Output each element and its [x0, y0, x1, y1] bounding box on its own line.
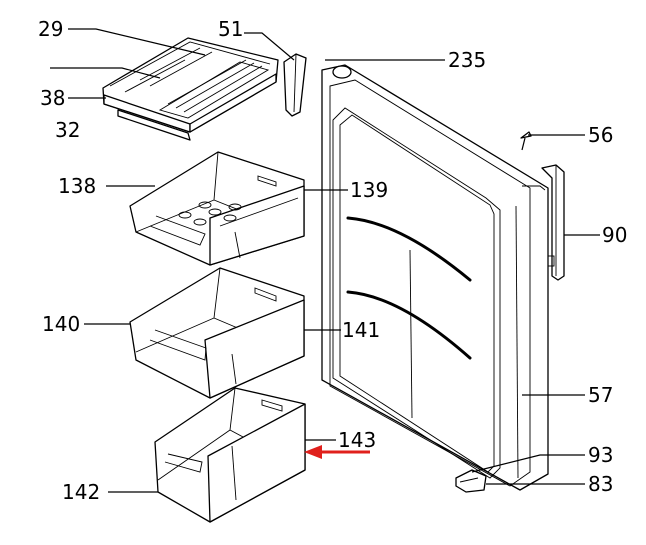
- door-assembly: [321, 64, 549, 491]
- label-90: 90: [602, 223, 627, 247]
- label-29: 29: [38, 17, 63, 41]
- label-235: 235: [448, 48, 486, 72]
- label-141: 141: [342, 318, 380, 342]
- red-arrow-icon: [304, 445, 370, 459]
- label-143: 143: [338, 428, 376, 452]
- label-138: 138: [58, 174, 96, 198]
- label-83: 83: [588, 472, 613, 496]
- screw-part: [520, 131, 532, 151]
- label-56: 56: [588, 123, 613, 147]
- hinge-cover-part: [541, 164, 565, 281]
- label-139: 139: [350, 178, 388, 202]
- label-32: 32: [55, 118, 80, 142]
- leader-lines: [50, 28, 600, 493]
- lower-hinge-part: [455, 469, 487, 493]
- drawer-138: [129, 151, 305, 266]
- drawer-142: [154, 387, 306, 523]
- label-140: 140: [42, 312, 80, 336]
- part-labels: 29 51 235 38 32 56 138 139 90 140 141 57…: [38, 17, 627, 504]
- label-142: 142: [62, 480, 100, 504]
- drawer-140: [129, 267, 305, 399]
- label-93: 93: [588, 443, 613, 467]
- label-38: 38: [40, 86, 65, 110]
- label-57: 57: [588, 383, 613, 407]
- bracket-part: [283, 53, 307, 117]
- label-51: 51: [218, 17, 243, 41]
- ice-cube-grid: [158, 59, 270, 119]
- ice-tray-assembly: [102, 37, 279, 141]
